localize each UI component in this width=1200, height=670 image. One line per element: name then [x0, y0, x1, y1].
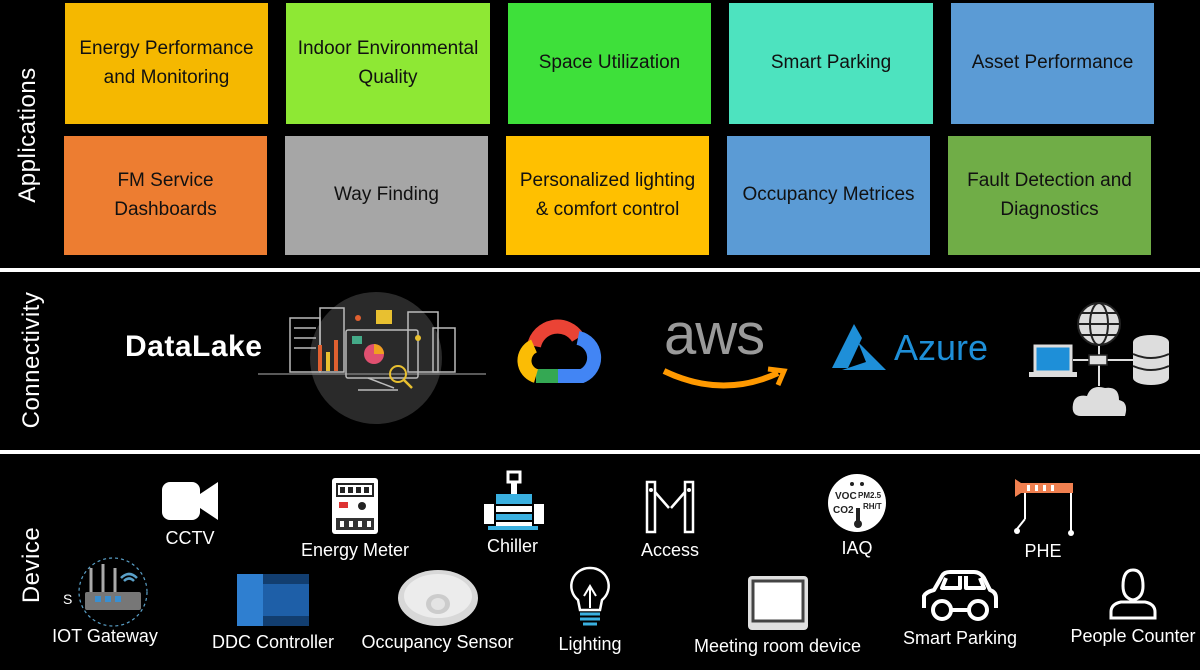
- device-occupancy-sensor[interactable]: Occupancy Sensor: [361, 566, 514, 653]
- device-phe[interactable]: PHE: [1003, 475, 1083, 562]
- aws-smile-icon: [662, 366, 788, 389]
- display-panel-icon: [747, 576, 808, 630]
- iaq-rht-text: RH/T: [863, 502, 882, 511]
- turnstile-icon: [645, 480, 695, 534]
- device-cctv[interactable]: CCTV: [150, 478, 230, 549]
- device-meeting-room[interactable]: Meeting room device: [693, 574, 862, 657]
- device-label: PHE: [1024, 541, 1062, 561]
- controller-icon: [237, 574, 309, 626]
- device-label: Occupancy Sensor: [361, 632, 514, 652]
- device-iaq[interactable]: VOC PM2.5 CO2 RH/T IAQ: [812, 472, 902, 559]
- azure-wordmark: Azure: [894, 327, 989, 368]
- device-iot-gateway[interactable]: S IOT Gateway: [52, 556, 158, 647]
- aws-logo: aws: [660, 305, 790, 400]
- device-label: Smart Parking: [902, 628, 1018, 648]
- azure-logo: Azure: [828, 322, 988, 374]
- device-lighting[interactable]: Lighting: [550, 566, 630, 655]
- router-icon: S: [63, 557, 148, 627]
- device-label: Meeting room device: [693, 636, 862, 656]
- connectivity-layer-label: Connectivity: [18, 291, 45, 429]
- app-card-personalized-lighting[interactable]: Personalized lighting & comfort control: [506, 136, 709, 255]
- ceiling-sensor-icon: [397, 570, 478, 626]
- app-card-indoor-environmental-quality[interactable]: Indoor Environmental Quality: [286, 3, 490, 124]
- datalake-label: DataLake: [125, 330, 263, 363]
- device-label: IAQ: [841, 538, 873, 558]
- device-label: CCTV: [165, 528, 215, 548]
- device-smart-parking[interactable]: Smart Parking: [900, 568, 1020, 649]
- google-cloud-logo: [512, 312, 604, 391]
- aws-wordmark: aws: [664, 302, 765, 367]
- app-card-asset-performance[interactable]: Asset Performance: [951, 3, 1154, 124]
- datalake-illustration: [258, 290, 488, 435]
- person-icon: [1109, 568, 1157, 620]
- iaq-co2-text: CO2: [833, 505, 854, 516]
- applications-layer-label: Applications: [14, 67, 41, 203]
- device-layer-label: Device: [18, 526, 45, 604]
- app-card-way-finding[interactable]: Way Finding: [285, 136, 488, 255]
- app-card-space-utilization[interactable]: Space Utilization: [508, 3, 711, 124]
- device-label: Access: [640, 540, 700, 560]
- video-camera-icon: [162, 482, 218, 520]
- azure-a-icon: [832, 324, 886, 370]
- device-label: Lighting: [558, 634, 622, 654]
- connectivity-device-divider: [0, 450, 1200, 454]
- device-chiller[interactable]: Chiller: [475, 470, 550, 557]
- device-label: IOT Gateway: [52, 626, 158, 646]
- pump-icon: [1014, 479, 1074, 536]
- network-illustration: [1025, 300, 1175, 425]
- device-energy-meter[interactable]: Energy Meter: [300, 476, 410, 561]
- app-card-fault-detection[interactable]: Fault Detection and Diagnostics: [948, 136, 1151, 255]
- device-ddc-controller[interactable]: DDC Controller: [211, 572, 335, 653]
- device-people-counter[interactable]: People Counter: [1070, 564, 1196, 647]
- iaq-voc-text: VOC: [835, 491, 857, 502]
- iaq-pm-text: PM2.5: [858, 491, 882, 500]
- device-access[interactable]: Access: [630, 478, 710, 561]
- device-label: Chiller: [486, 536, 538, 556]
- device-label: DDC Controller: [211, 632, 335, 652]
- meter-icon: [332, 478, 378, 534]
- air-quality-icon: VOC PM2.5 CO2 RH/T: [828, 474, 886, 532]
- applications-connectivity-divider: [0, 268, 1200, 272]
- bulb-icon: [570, 566, 610, 626]
- app-card-energy-performance[interactable]: Energy Performance and Monitoring: [65, 3, 268, 124]
- chiller-icon: [483, 470, 544, 530]
- device-label: People Counter: [1070, 626, 1196, 646]
- app-card-occupancy-metrices[interactable]: Occupancy Metrices: [727, 136, 930, 255]
- app-card-smart-parking[interactable]: Smart Parking: [729, 3, 933, 124]
- device-label: Energy Meter: [300, 540, 410, 560]
- car-icon: [922, 570, 998, 621]
- svg-text:S: S: [63, 591, 72, 607]
- app-card-fm-service-dashboards[interactable]: FM Service Dashboards: [64, 136, 267, 255]
